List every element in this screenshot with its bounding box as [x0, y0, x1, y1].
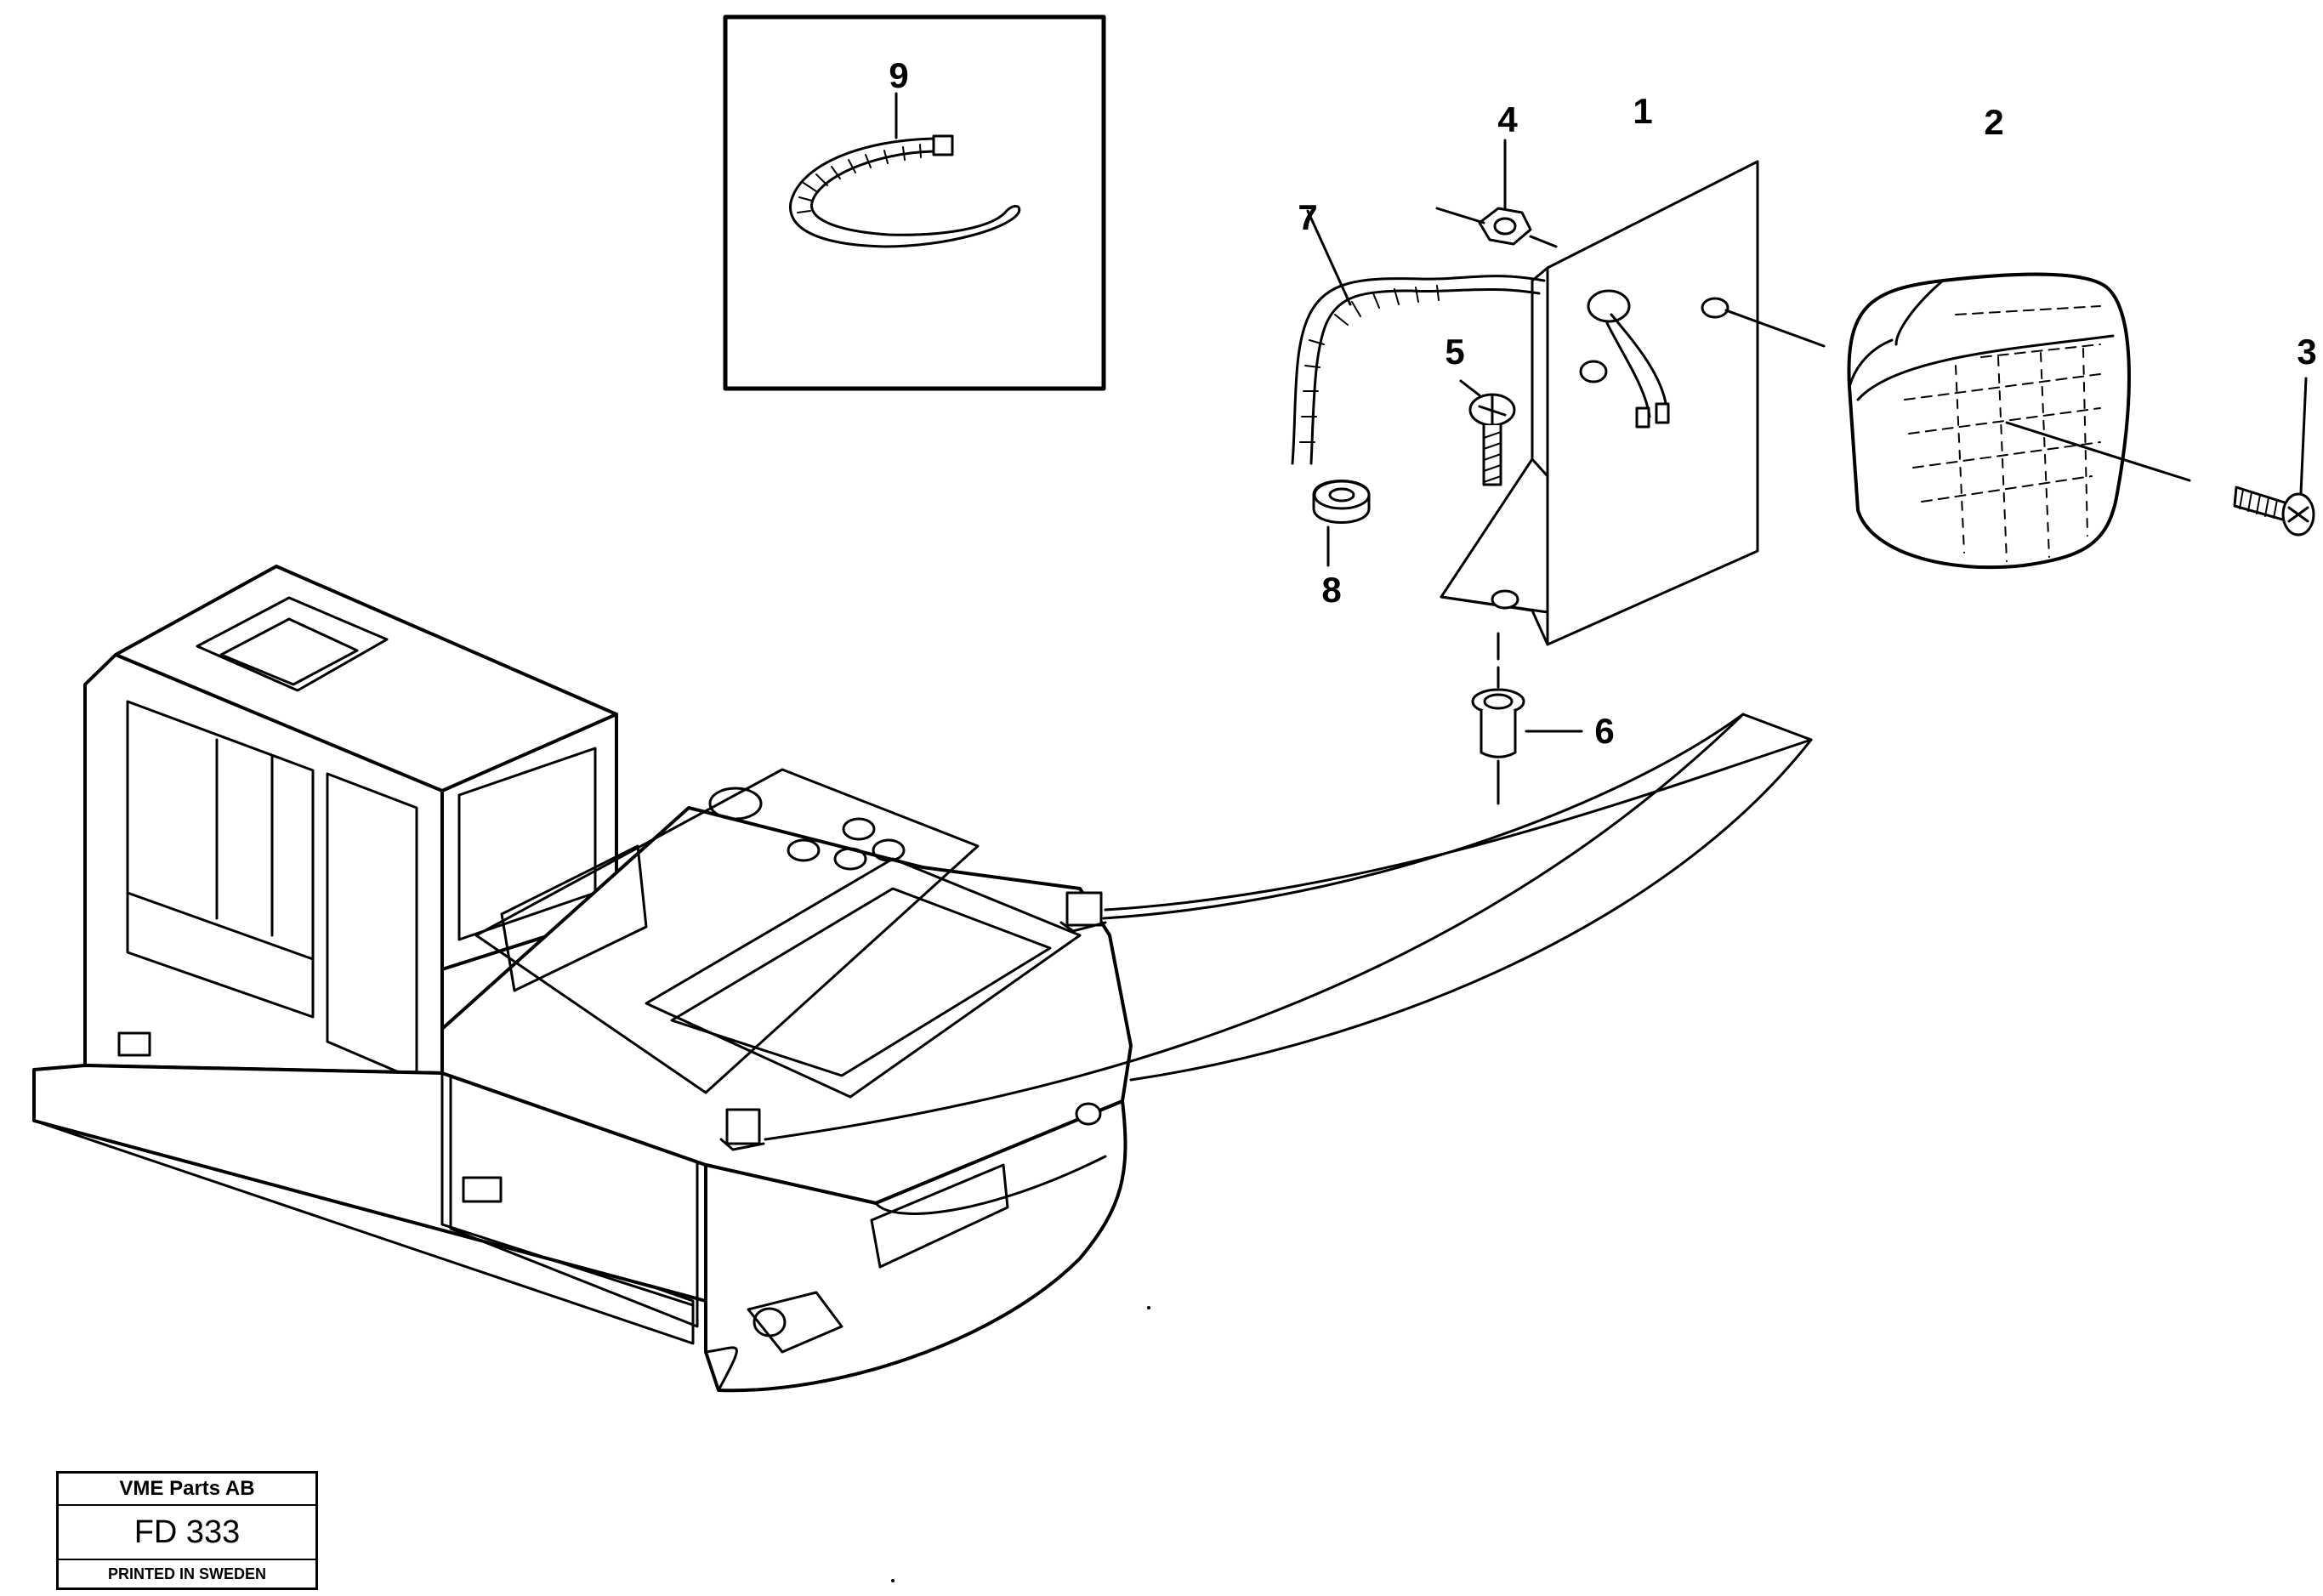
bracket-screw	[1459, 379, 1516, 486]
callout-4: 4	[1497, 99, 1518, 139]
rivet-nut	[1471, 632, 1583, 805]
company-name: VME Parts AB	[59, 1474, 315, 1506]
wire-harness	[1291, 209, 1546, 465]
cable-tie	[789, 134, 1021, 248]
callout-5: 5	[1445, 332, 1464, 372]
detail-box-cable-tie	[723, 14, 1106, 391]
title-block: VME Parts AB FD 333 PRINTED IN SWEDEN	[56, 1471, 318, 1590]
lamp-screw	[2233, 377, 2315, 537]
callout-3: 3	[2297, 332, 2316, 372]
figure-code: FD 333	[59, 1506, 315, 1560]
callout-1: 1	[1633, 91, 1652, 131]
callout-2: 2	[1984, 102, 2003, 142]
mounting-bracket	[1440, 160, 1759, 646]
callout-8: 8	[1321, 570, 1341, 610]
lamp	[1847, 272, 2131, 570]
callout-9: 9	[889, 55, 908, 95]
grommet	[1312, 480, 1371, 567]
callout-6: 6	[1594, 711, 1614, 751]
callout-7: 7	[1298, 197, 1317, 237]
printed-note: PRINTED IN SWEDEN	[107, 1565, 266, 1582]
excavator-superstructure	[32, 565, 1813, 1393]
flange-nut	[1478, 139, 1532, 246]
